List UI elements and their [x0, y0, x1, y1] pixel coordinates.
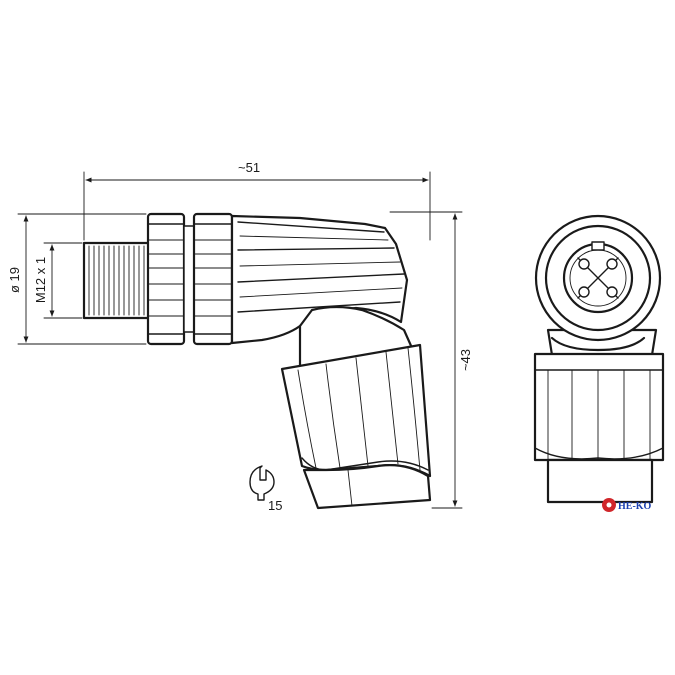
wrench-size-label: 15 — [268, 498, 282, 513]
side-view: 15 — [82, 212, 432, 513]
pin-1 — [578, 258, 590, 270]
spacer-ring — [183, 225, 195, 333]
front-cable-end — [546, 458, 654, 504]
coding-key — [591, 241, 605, 251]
diameter-dimension-label: ø 19 — [7, 267, 22, 293]
thread-dimension-label: M12 x 1 — [33, 257, 48, 303]
knurled-nut-front — [146, 212, 186, 346]
contact-pins — [578, 258, 618, 298]
cable-line — [347, 469, 353, 507]
pin-3 — [606, 286, 618, 298]
heko-logo: HE-KO — [602, 498, 652, 512]
wrench-icon — [249, 465, 275, 501]
angled-body — [230, 214, 409, 345]
length-dimension-label: ~51 — [238, 160, 260, 175]
front-view — [533, 214, 665, 504]
dimension-lines: ~51 — [17, 160, 463, 509]
grip-sleeve — [280, 343, 432, 478]
threaded-pin — [82, 241, 151, 320]
height-dimension-label: ~43 — [458, 349, 473, 371]
logo-text: HE-KO — [618, 501, 652, 512]
pin-2 — [606, 258, 618, 270]
knurled-nut-rear — [192, 212, 234, 346]
cable-end — [302, 464, 432, 510]
pin-4 — [578, 286, 590, 298]
front-grip-sleeve — [533, 352, 665, 462]
